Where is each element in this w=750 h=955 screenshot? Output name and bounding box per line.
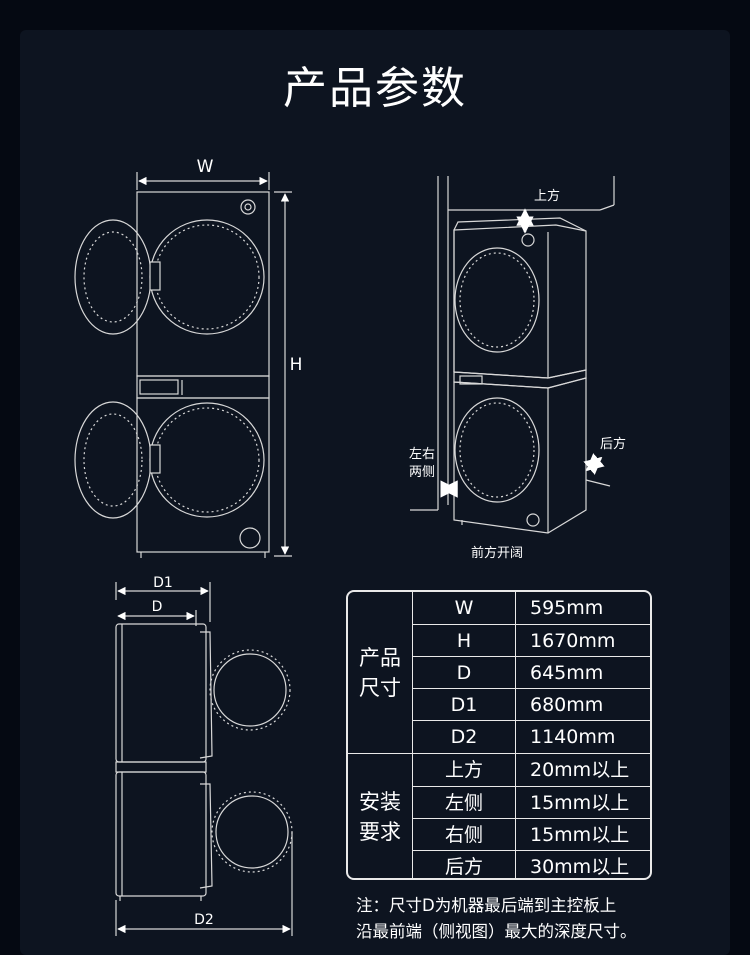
install-clearance-diagram [410, 176, 615, 534]
footnote-line2: 沿最前端（侧视图）最大的深度尺寸。 [356, 922, 637, 941]
spec-value: 15mm以上 [515, 787, 650, 819]
spec-key: W [412, 592, 515, 624]
spec-key: 右侧 [412, 819, 515, 851]
spec-value: 15mm以上 [515, 819, 650, 851]
side-view-diagram [115, 582, 293, 936]
side-clearance-label-line2: 两侧 [409, 465, 435, 480]
footnote: 注：尺寸D为机器最后端到主控板上 沿最前端（侧视图）最大的深度尺寸。 [356, 893, 637, 945]
d-label: D [152, 599, 163, 615]
install-group-label: 安装 要求 [359, 790, 401, 844]
spec-value: 1670mm [515, 625, 650, 657]
spec-value: 30mm以上 [515, 851, 650, 878]
d2-label: D2 [194, 912, 214, 928]
spec-value: 1140mm [515, 721, 650, 753]
back-clearance-label: 后方 [600, 436, 626, 452]
front-clearance-label: 前方开阔 [471, 545, 523, 561]
spec-key: D2 [412, 721, 515, 753]
spec-value: 645mm [515, 657, 650, 689]
footnote-line1: 注：尺寸D为机器最后端到主控板上 [356, 896, 617, 915]
spec-key: 后方 [412, 851, 515, 878]
spec-key: D1 [412, 689, 515, 721]
d1-label: D1 [153, 575, 173, 591]
group-divider [348, 753, 650, 754]
height-label: H [290, 355, 303, 375]
side-clearance-label-line1: 左右 [409, 447, 435, 462]
clearance-arrows [440, 208, 605, 498]
width-label: W [197, 157, 214, 177]
page-title: 产品参数 [283, 63, 467, 114]
front-view-diagram [74, 172, 292, 558]
spec-key: H [412, 625, 515, 657]
spec-key: D [412, 657, 515, 689]
spec-value: 595mm [515, 592, 650, 624]
spec-value: 20mm以上 [515, 754, 650, 786]
size-group-label: 产品 尺寸 [359, 646, 401, 700]
top-clearance-label: 上方 [534, 188, 560, 204]
spec-key: 左侧 [412, 787, 515, 819]
spec-value: 680mm [515, 689, 650, 721]
spec-key: 上方 [412, 754, 515, 786]
